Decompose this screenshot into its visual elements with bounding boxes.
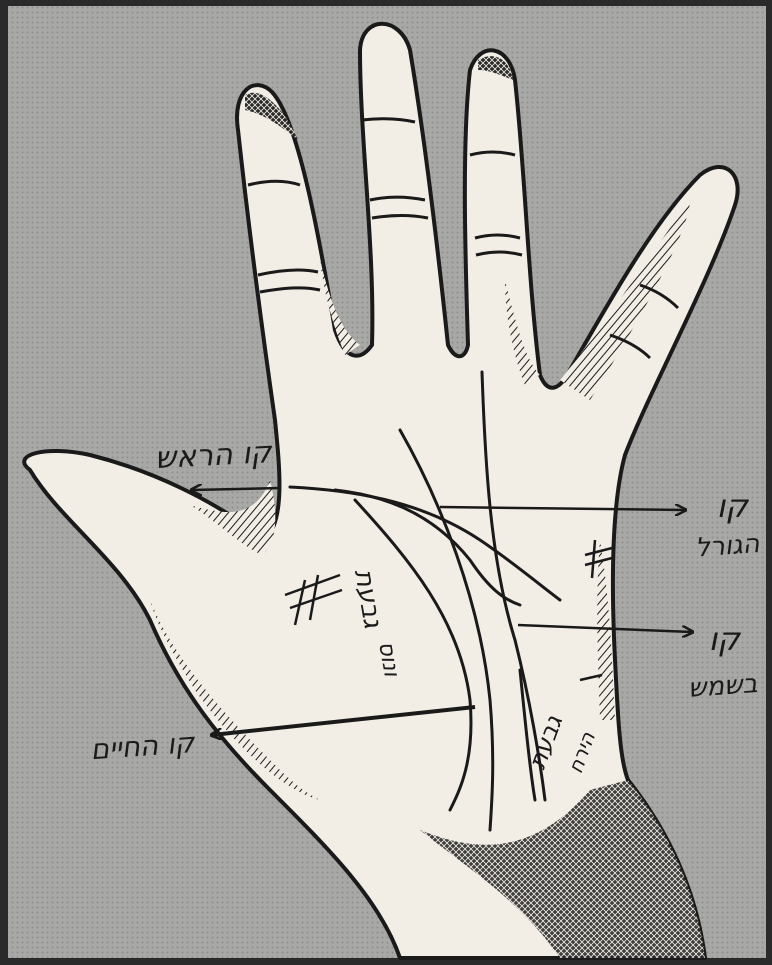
label-fate-line-1: קו [717, 487, 750, 525]
label-sun-line-2: בשמש [687, 669, 758, 704]
label-fate-line-2: הגורל [694, 529, 760, 563]
label-sun-line-1: קו [709, 620, 742, 658]
label-head-line: קו הראש [154, 435, 274, 476]
